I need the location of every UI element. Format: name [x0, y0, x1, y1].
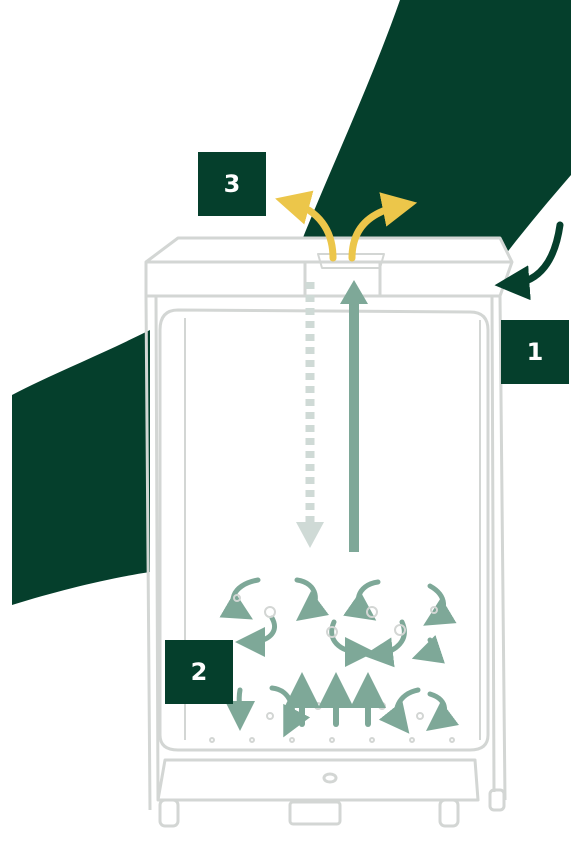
intake-arrow: [494, 221, 564, 301]
updraft-arrows: [284, 672, 386, 727]
step-badge-1: 1: [501, 320, 569, 384]
downflow-arrow: [296, 282, 324, 548]
cabinet-drawing: [144, 236, 514, 828]
step-number-1: 1: [526, 338, 544, 366]
step-badge-2: 2: [165, 640, 233, 704]
brand-swoosh-left: [12, 330, 150, 605]
brand-swoosh-top: [300, 0, 571, 272]
exhaust-arrows: [275, 190, 418, 262]
updraft-main-arrow: [340, 280, 368, 552]
step-number-3: 3: [223, 170, 241, 198]
step-number-2: 2: [190, 658, 208, 686]
step-badge-3: 3: [198, 152, 266, 216]
